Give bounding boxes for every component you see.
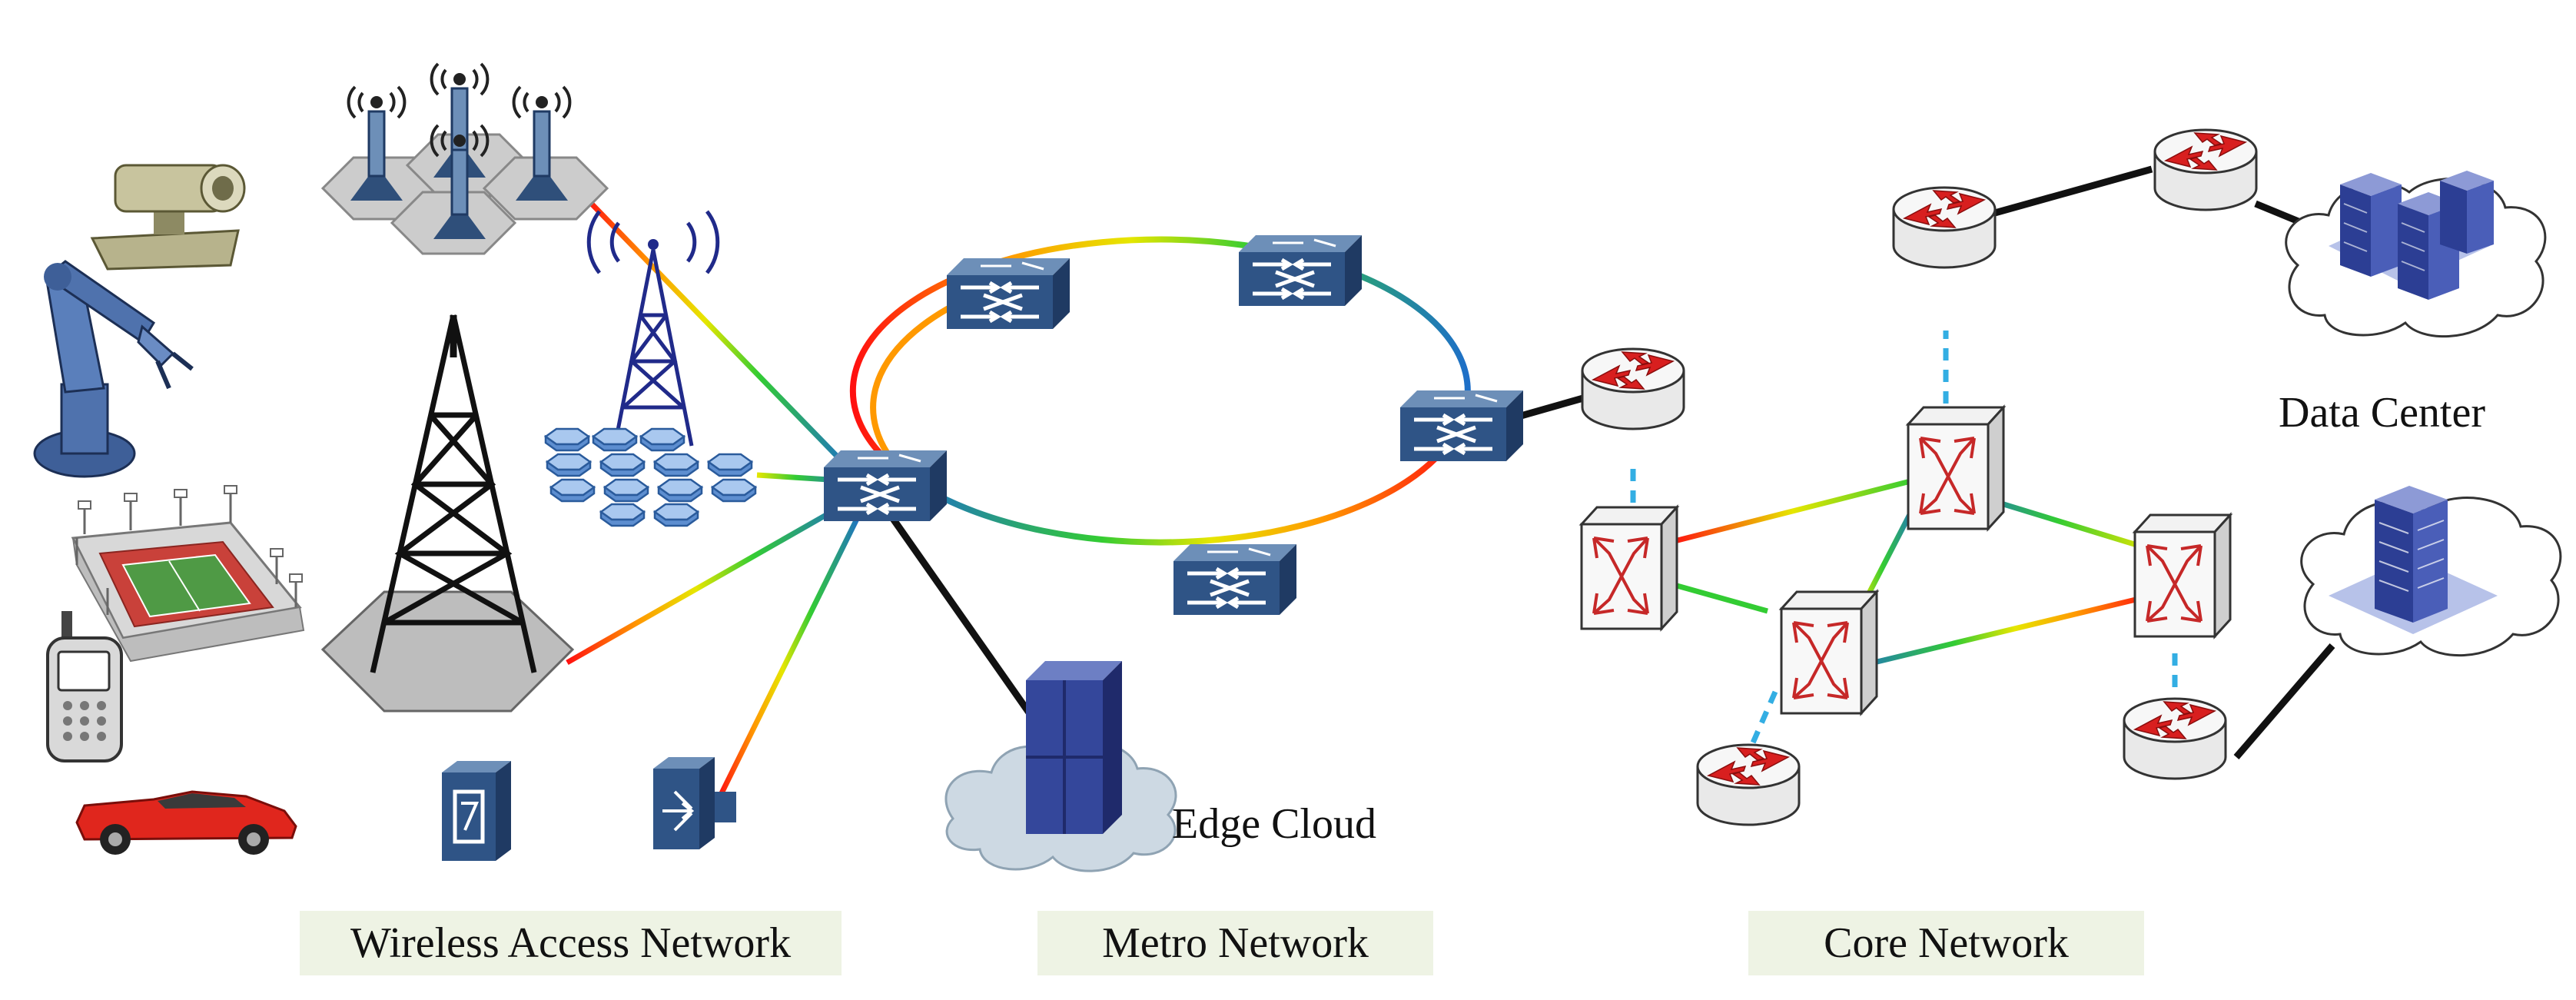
router-icon	[1892, 186, 1997, 269]
optical-switch-icon	[1239, 235, 1362, 306]
core-network-label: Core Network	[1748, 911, 2144, 975]
macro-tower-icon	[320, 314, 575, 713]
optical-switch-icon	[824, 450, 947, 521]
core-switch-icon	[1580, 506, 1678, 630]
access-point-icon	[653, 757, 736, 849]
server-rack-icon	[1026, 661, 1122, 834]
car-icon	[75, 790, 297, 855]
data-center-icon	[2329, 171, 2494, 300]
wireless-access-network-label: Wireless Access Network	[300, 911, 842, 975]
router-icon	[2153, 128, 2258, 211]
stadium-icon	[71, 485, 305, 663]
core-switch-icon	[1780, 590, 1878, 715]
optical-switch-icon	[1173, 544, 1296, 615]
access-point-icon	[442, 761, 511, 861]
small-cell-antenna-icon	[320, 62, 609, 255]
optical-switch-icon	[947, 258, 1070, 329]
mobile-phone-icon	[46, 611, 123, 762]
data-center-label: Data Center	[2279, 389, 2485, 437]
cell-grid-icon	[544, 427, 757, 527]
router-icon	[1696, 743, 1801, 826]
edge-cloud-label: Edge Cloud	[1172, 800, 1376, 848]
router-icon	[1581, 347, 1685, 430]
links	[507, 165, 2335, 816]
data-center-icon	[2329, 486, 2498, 634]
surveillance-camera-icon	[90, 164, 246, 271]
core-switch-icon	[2133, 513, 2232, 638]
optical-switch-icon	[1400, 390, 1523, 461]
router-icon	[2123, 697, 2227, 780]
core-switch-icon	[1907, 406, 2005, 530]
radio-tower-icon	[586, 210, 720, 447]
robot-arm-icon	[33, 260, 194, 478]
metro-network-label: Metro Network	[1037, 911, 1433, 975]
